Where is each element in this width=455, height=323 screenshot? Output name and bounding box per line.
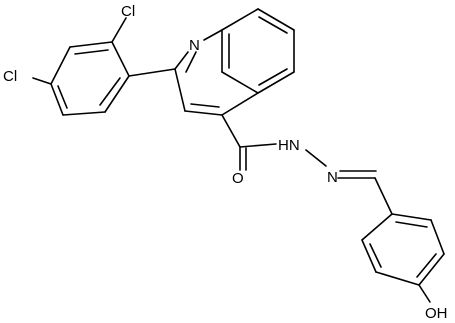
amide-nh-label: HN xyxy=(278,137,300,154)
chlorine-label-left: Cl xyxy=(3,68,17,85)
hydroxyl-label: OH xyxy=(425,305,448,322)
quinoline-benzo-ring xyxy=(221,8,295,94)
imine-nitrogen-label: N xyxy=(327,169,338,186)
hydroxyphenyl-ring xyxy=(361,213,445,303)
chlorine-label-top: Cl xyxy=(121,3,135,20)
hydrazone-linker xyxy=(221,114,393,215)
ring-nitrogen-label: N xyxy=(189,37,200,54)
carbonyl-oxygen-label: O xyxy=(232,170,244,187)
quinoline-pyridine-ring xyxy=(174,29,259,116)
dichlorophenyl-ring xyxy=(32,17,176,116)
